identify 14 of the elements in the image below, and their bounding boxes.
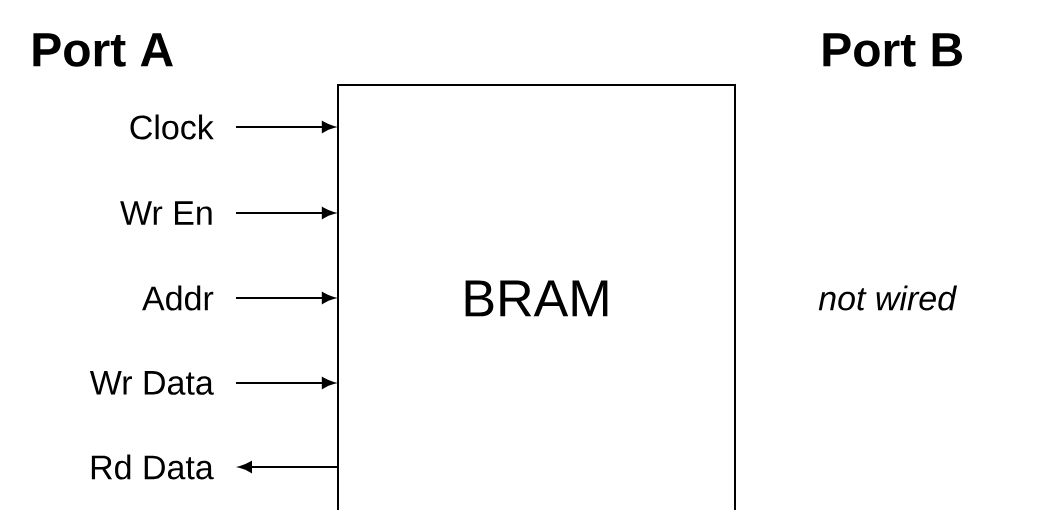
signal-label: Wr Data bbox=[89, 371, 214, 395]
memory-block: BRAM bbox=[337, 84, 736, 510]
signal-label: Addr bbox=[142, 285, 214, 311]
port-heading: Port B bbox=[823, 33, 962, 67]
arrow bbox=[236, 292, 335, 304]
note-text: not wired bbox=[818, 285, 957, 311]
signal-label: Wr En bbox=[120, 201, 212, 225]
arrow bbox=[236, 377, 335, 389]
arrow bbox=[236, 121, 335, 133]
arrow bbox=[236, 207, 335, 219]
signal-label: Clock bbox=[130, 114, 214, 140]
signal-label: Rd Data bbox=[91, 454, 214, 480]
arrow bbox=[239, 461, 338, 473]
port-heading: Port A bbox=[33, 33, 173, 67]
